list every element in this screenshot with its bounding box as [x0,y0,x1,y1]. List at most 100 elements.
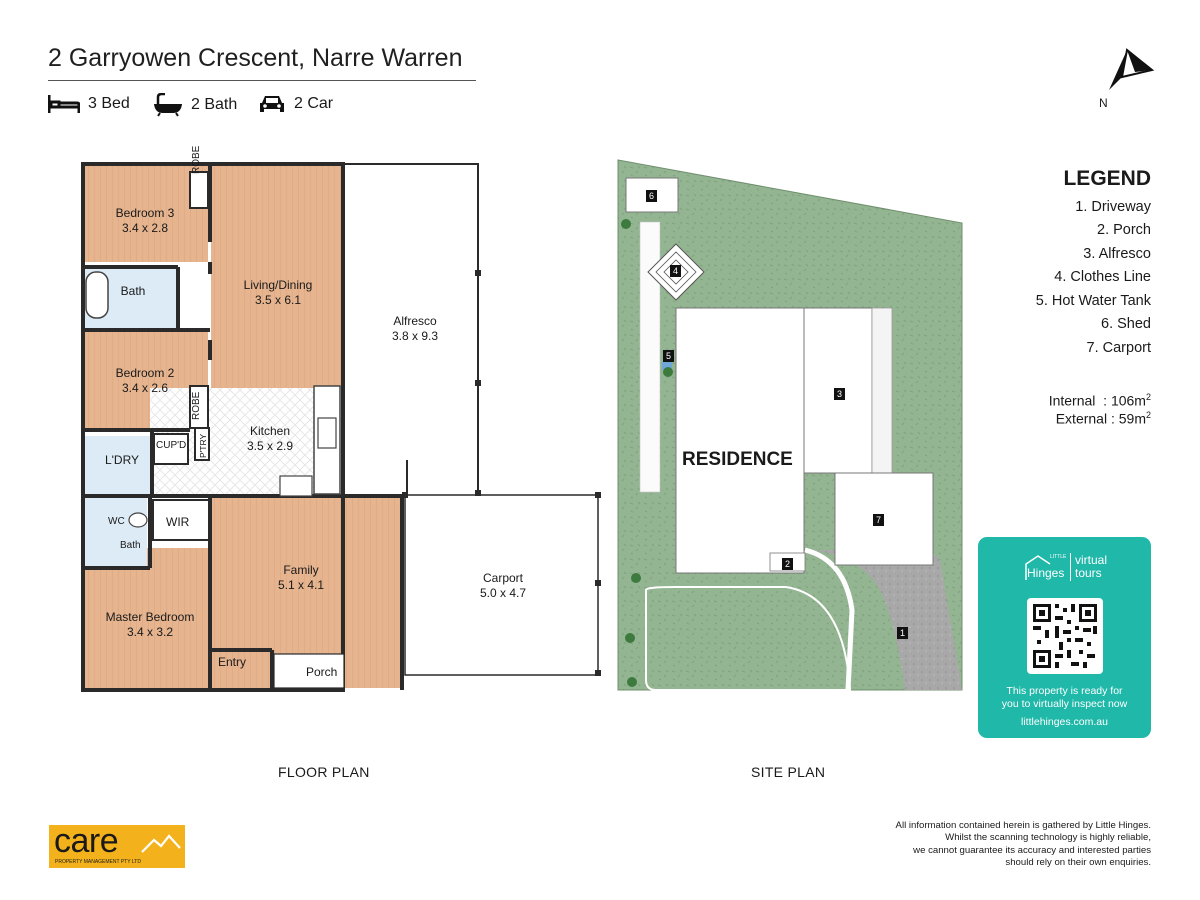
virtual-tours-url[interactable]: littlehinges.com.au [1021,716,1108,728]
room-master-bedroom-name: Master Bedroom [105,610,195,624]
car-icon [260,96,284,112]
feature-bed-label: 3 Bed [88,95,130,112]
care-logo-tagline: PROPERTY MANAGEMENT PTY LTD [55,859,141,865]
marker-4: 4 [670,265,681,277]
room-bedroom-3-dims: 3.4 x 2.8 [121,221,169,235]
brand-divider [1070,553,1071,581]
title-divider [48,80,476,81]
residence-footprint [675,307,805,574]
room-living-dining-dims: 3.5 x 6.1 [254,293,302,307]
room-alfresco: Alfresco 3.8 x 9.3 [370,314,460,344]
external-area: External : 59m2 [1056,410,1151,427]
room-family-dims: 5.1 x 4.1 [277,578,325,592]
floor-walls [81,162,404,692]
brand-small: LITTLE [1050,554,1067,560]
north-arrow-icon [1109,48,1155,90]
room-alfresco-name: Alfresco [393,314,437,328]
room-living-dining-name: Living/Dining [243,278,313,292]
walk-in-robe [152,499,210,541]
room-carport-dims: 5.0 x 4.7 [479,586,527,600]
kitchen-sink [317,417,337,449]
porch-step [273,653,345,689]
room-bath: Bath [120,284,146,298]
external-area-label: External : [1055,410,1119,427]
virtual-tours-card[interactable]: LITTLE Hinges virtual tours This propert… [978,537,1151,738]
legend-item-driveway: 1. Driveway [1075,199,1151,215]
marker-7: 7 [873,514,884,526]
bath-icon [154,93,182,117]
site-plan [617,159,963,691]
label-robe-top: ROBE [191,145,202,174]
care-roof-icon [141,834,181,853]
legend-item-hot-water-tank: 5. Hot Water Tank [1035,293,1151,309]
page-title: 2 Garryowen Crescent, Narre Warren [48,44,463,72]
disclaimer-line-1: All information contained herein is gath… [895,820,1151,831]
label-pantry: P'TRY [198,433,208,458]
virtual-tours-message-line-2: you to virtually inspect now [1001,698,1128,710]
internal-area-value: 106m [1110,392,1146,409]
little-hinges-logo-icon [1025,555,1051,580]
internal-area-label: Internal : [1048,392,1111,409]
little-hinges-logo: LITTLE Hinges virtual tours [1024,553,1108,582]
driveway [810,550,962,690]
room-alfresco-dims: 3.8 x 9.3 [391,329,439,343]
residence-label: RESIDENCE [682,449,793,470]
floor-plan [81,162,601,692]
room-master-bedroom: Master Bedroom 3.4 x 3.2 [104,610,196,640]
alfresco-path [871,307,893,474]
virtual-tours-message-line-1: This property is ready for [1006,685,1123,697]
marker-1: 1 [897,627,908,639]
bathtub [85,271,109,319]
label-robe-bottom: ROBE [191,391,202,420]
site-plan-caption: SITE PLAN [751,764,826,780]
carport-posts [402,270,601,676]
label-wc: WC [108,516,125,527]
room-bedroom-3: Bedroom 3 3.4 x 2.8 [93,206,197,236]
room-carport: Carport 5.0 x 4.7 [466,571,540,601]
robe-top [189,171,209,209]
hot-water-tank [662,362,672,370]
qr-code[interactable] [1027,598,1103,674]
brand-word-1: virtual [1075,553,1108,567]
room-master-bedroom-dims: 3.4 x 3.2 [126,625,174,639]
room-laundry: L'DRY [104,453,140,467]
legend-item-alfresco: 3. Alfresco [1083,246,1151,262]
side-path [639,221,661,493]
pantry [194,427,210,461]
disclaimer-line-3: we cannot guarantee its accuracy and int… [913,844,1151,856]
disclaimer: All information contained herein is gath… [821,820,1151,870]
bed-icon [48,95,80,113]
marker-6: 6 [646,190,657,202]
legend-title: LEGEND [1063,167,1151,190]
room-bedroom-2: Bedroom 2 3.4 x 2.6 [93,366,197,396]
toilet [128,512,148,528]
disclaimer-line-4: should rely on their own enquiries. [1005,857,1151,869]
room-bedroom-2-name: Bedroom 2 [115,366,175,380]
garden-bed-outline [645,586,852,691]
feature-bath: 2 Bath [153,93,237,117]
care-logo: care PROPERTY MANAGEMENT PTY LTD [49,822,185,868]
feature-car: 2 Car [258,93,333,115]
feature-bed: 3 Bed [48,93,130,115]
room-entry: Entry [218,655,247,669]
room-living-dining: Living/Dining 3.5 x 6.1 [222,278,334,308]
care-logo-name: care [54,822,119,860]
room-bedroom-3-name: Bedroom 3 [115,206,175,220]
feature-bath-label: 2 Bath [191,96,238,113]
marker-3: 3 [834,388,845,400]
virtual-tours-message: This property is ready for you to virtua… [978,685,1151,711]
brand-word-2: tours [1075,566,1102,580]
room-kitchen: Kitchen 3.5 x 2.9 [230,424,310,454]
room-kitchen-name: Kitchen [249,424,291,438]
cupboard [153,433,189,465]
legend-item-carport: 7. Carport [1086,340,1151,356]
legend-item-shed: 6. Shed [1101,316,1151,332]
cooktop [279,475,313,497]
label-bath-ensuite: Bath [120,540,141,551]
room-kitchen-dims: 3.5 x 2.9 [246,439,294,453]
room-porch: Porch [306,665,338,679]
qr-code-icon [1033,604,1097,668]
marker-5: 5 [663,350,674,362]
room-bedroom-2-dims: 3.4 x 2.6 [121,381,169,395]
external-area-value: 59m [1118,410,1146,427]
